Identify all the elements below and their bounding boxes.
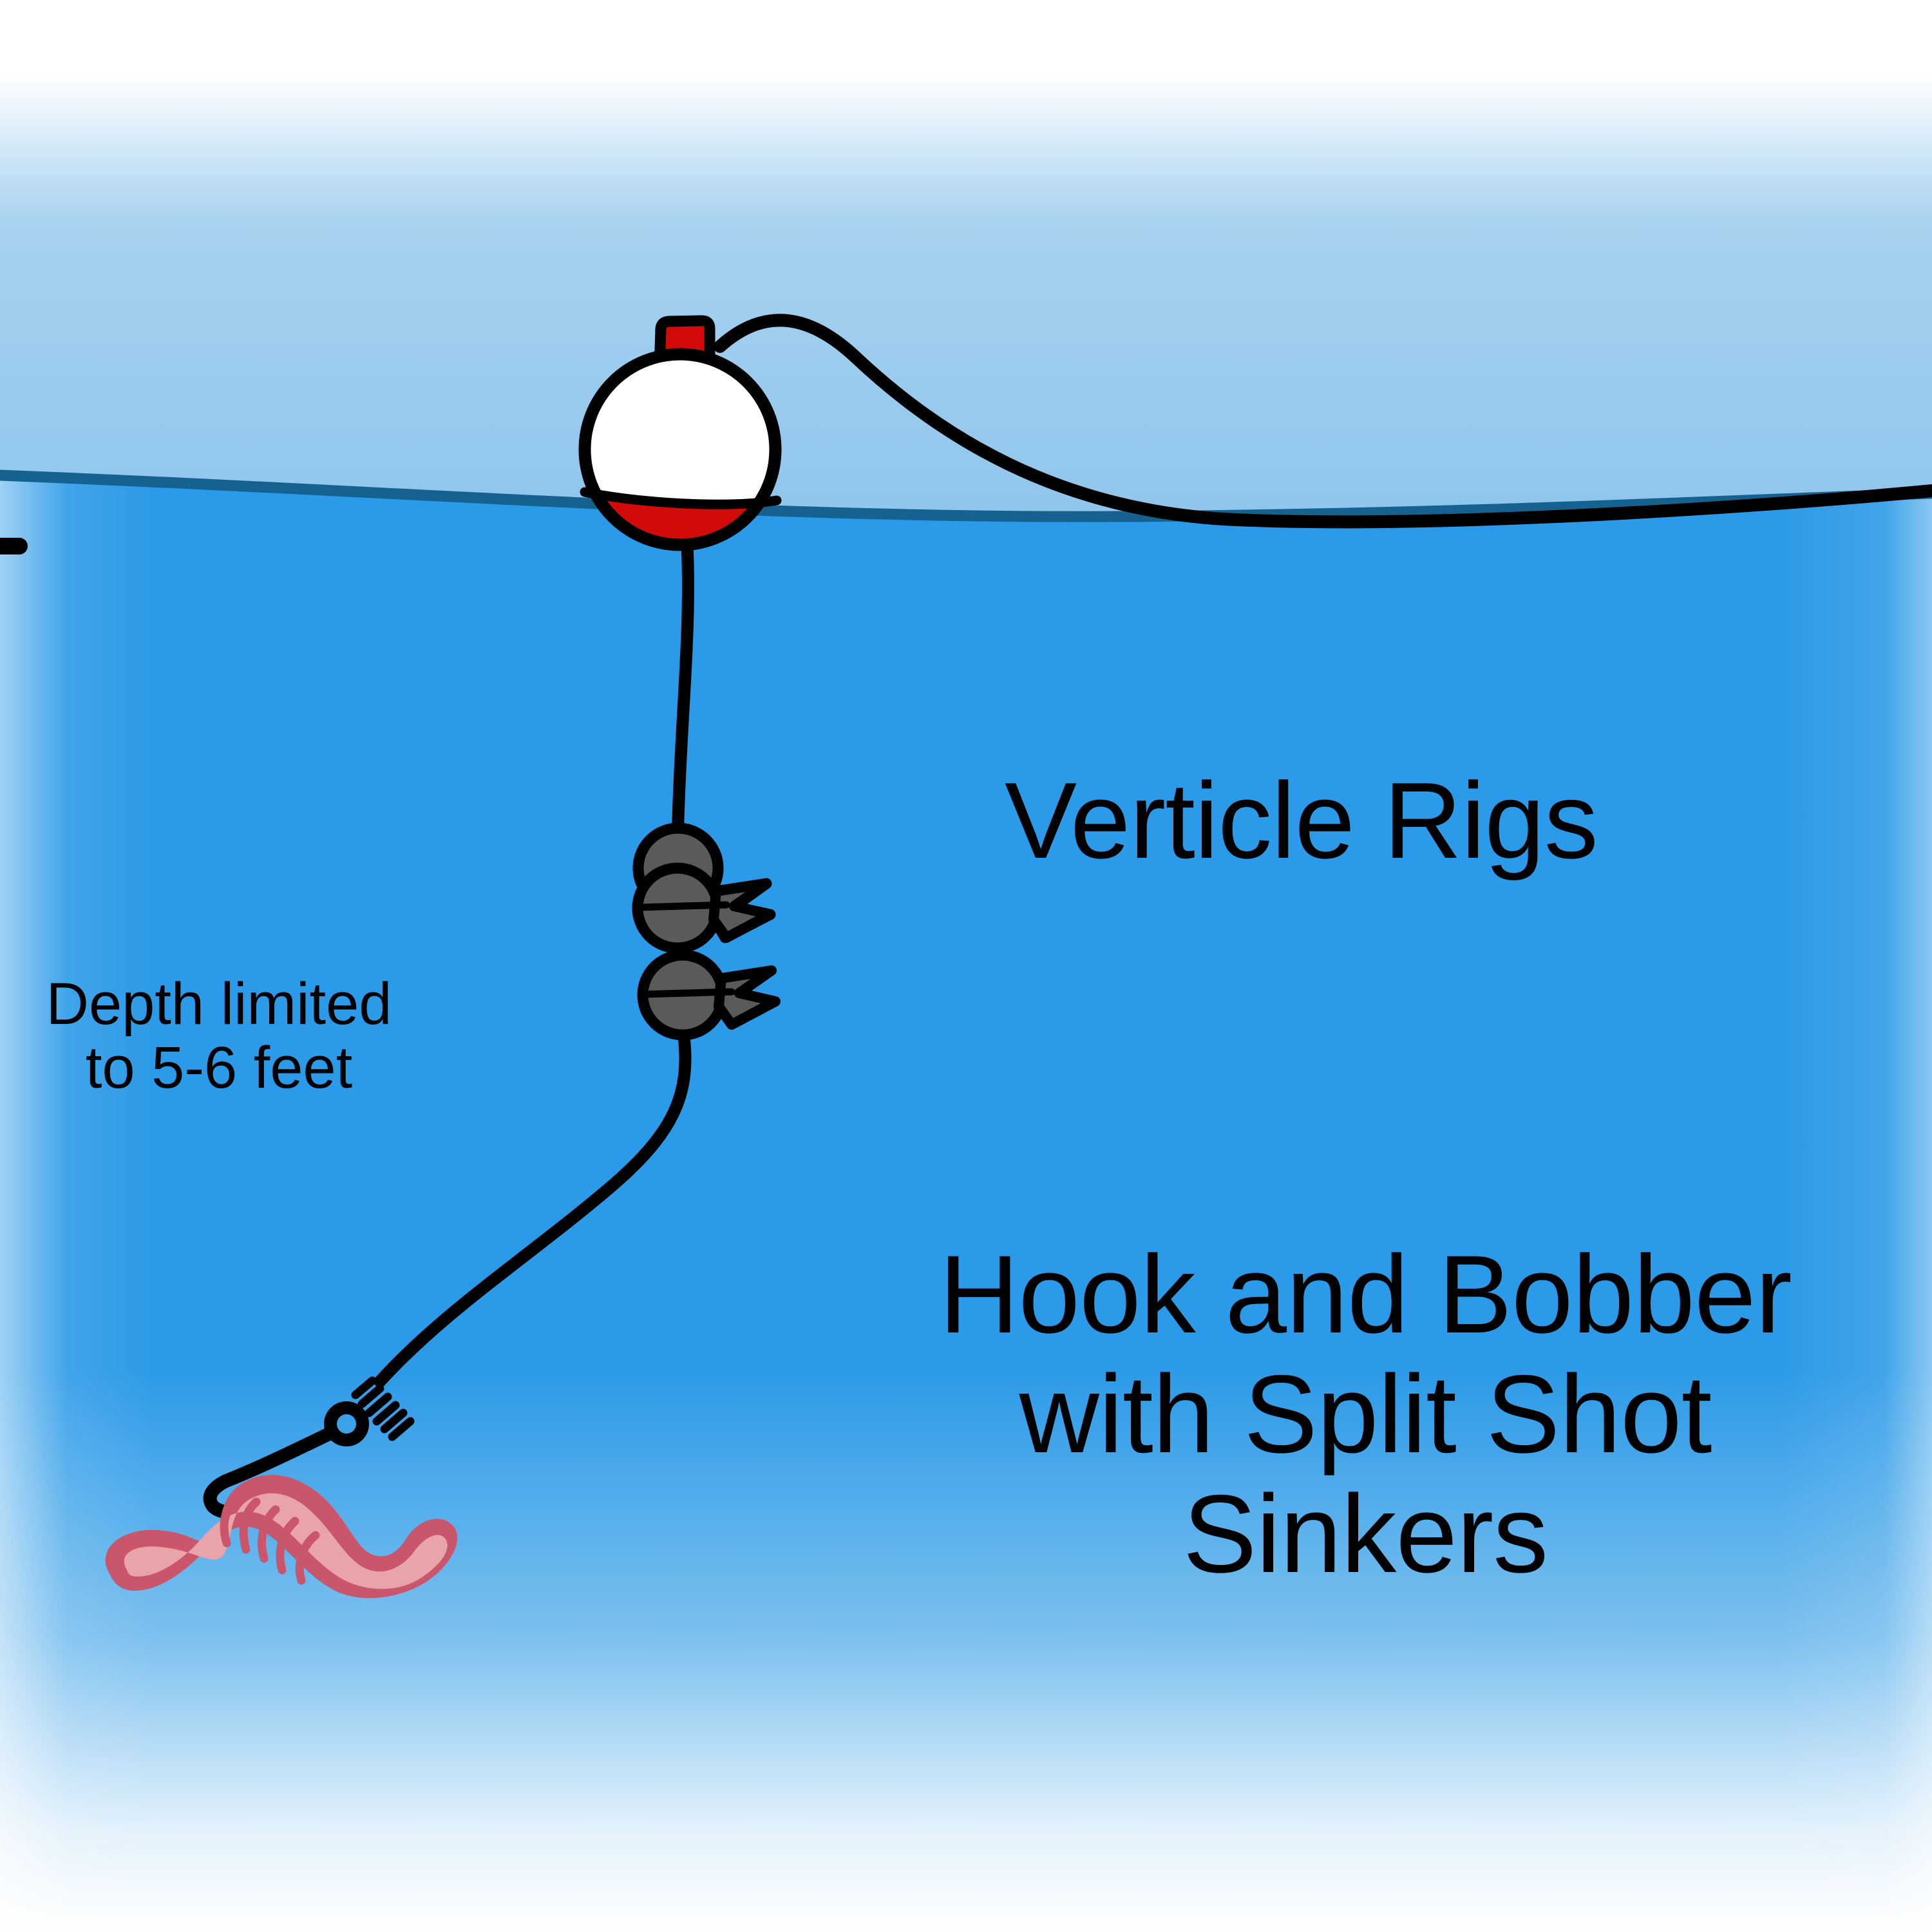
split-shot-sinker-1 bbox=[632, 822, 776, 954]
water-body bbox=[0, 475, 1932, 1932]
worm-segments bbox=[220, 1495, 320, 1585]
water-surface-line bbox=[0, 469, 1932, 522]
split-shot-wing-2 bbox=[714, 965, 781, 1030]
split-shot-sinker-2 bbox=[637, 949, 781, 1041]
hook-shank bbox=[218, 1425, 339, 1488]
sky-background bbox=[0, 0, 1932, 528]
split-shot-wing-1 bbox=[708, 878, 775, 943]
bobber bbox=[578, 315, 782, 551]
earthworm-bait bbox=[105, 1475, 457, 1598]
leader-line-lower bbox=[374, 1030, 692, 1388]
line-knot bbox=[351, 1376, 415, 1441]
split-shot-crimp-2 bbox=[640, 988, 735, 998]
worm-body bbox=[124, 1493, 448, 1589]
bobber-lower-red bbox=[585, 491, 775, 545]
hook-eye bbox=[324, 1401, 369, 1446]
fishing-line bbox=[714, 314, 1932, 529]
bobber-outline bbox=[578, 348, 782, 551]
split-shot-crimp-1 bbox=[635, 901, 730, 911]
